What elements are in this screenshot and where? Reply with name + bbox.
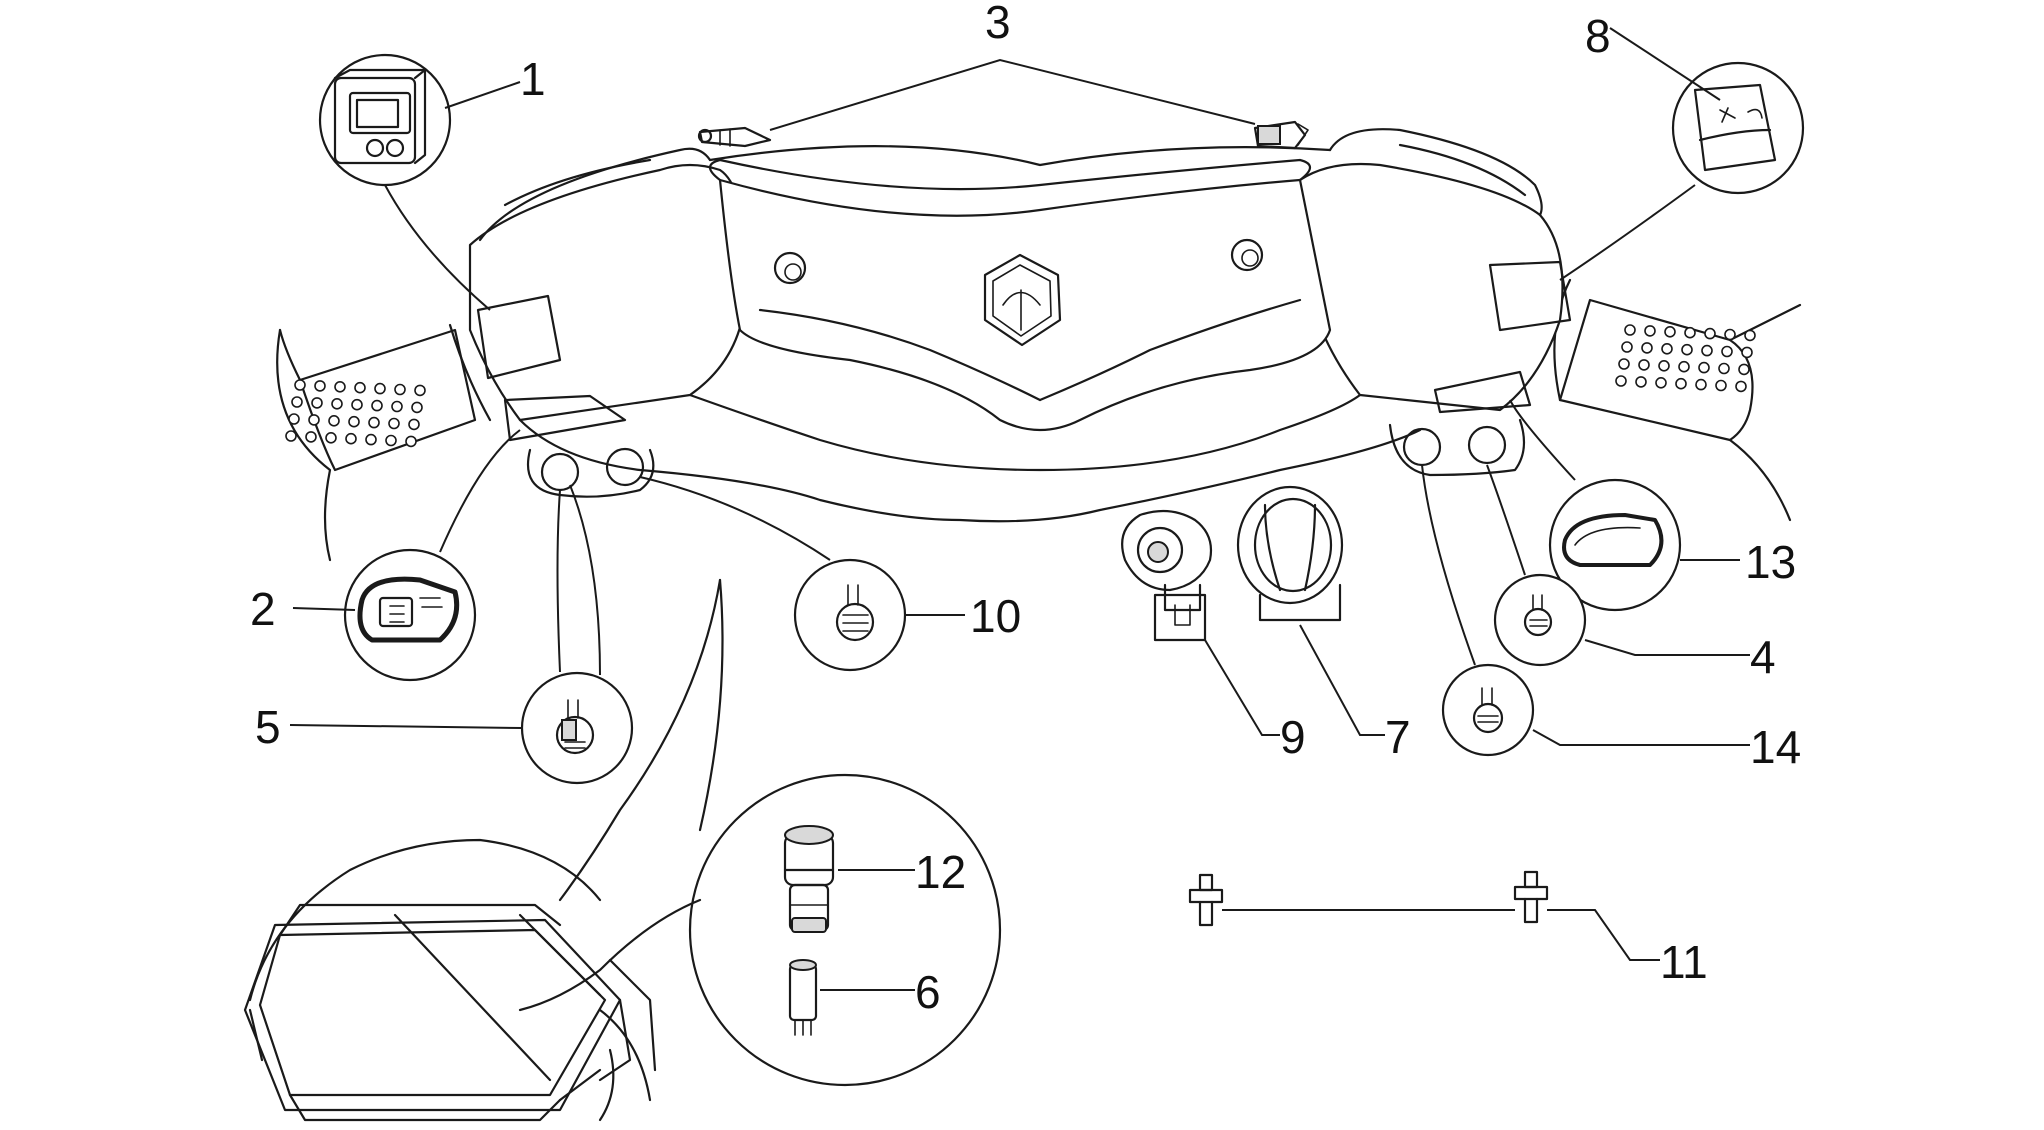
part-2-switch-bubble xyxy=(343,548,477,682)
grip-dot xyxy=(1744,329,1756,342)
grip-dot xyxy=(1698,361,1710,374)
grip-dots-right xyxy=(1615,324,1756,393)
grip-dot xyxy=(1684,326,1696,339)
part-7-socket xyxy=(1236,485,1344,622)
grip-dot xyxy=(414,384,426,397)
grip-dot xyxy=(334,380,346,393)
callout-14: 14 xyxy=(1750,721,1801,773)
grip-dot xyxy=(1695,378,1707,391)
grip-dot xyxy=(348,415,360,428)
grip-dot xyxy=(308,414,320,426)
callout-11: 11 xyxy=(1660,936,1708,988)
grip-dot xyxy=(331,397,343,410)
grip-dot xyxy=(1741,346,1753,359)
grip-dot xyxy=(1658,359,1670,372)
part-5-bulb-bubble xyxy=(520,671,634,785)
grip-dot xyxy=(374,382,386,395)
grip-dot xyxy=(1638,359,1650,371)
grip-dot xyxy=(1661,342,1673,355)
callout-12: 12 xyxy=(915,846,966,898)
grip-dot xyxy=(288,413,300,425)
grip-dot xyxy=(405,435,417,448)
grip-dot xyxy=(408,418,420,431)
grip-dot xyxy=(1718,362,1730,375)
grip-dot xyxy=(1678,360,1690,373)
grip-dot xyxy=(1735,380,1747,393)
grip-dot xyxy=(305,431,317,443)
grip-dot xyxy=(1644,325,1656,337)
part-9-bulb-socket xyxy=(1121,509,1213,642)
callout-10: 10 xyxy=(970,590,1021,642)
grip-dot xyxy=(1715,379,1727,392)
grip-dot xyxy=(1675,377,1687,390)
handlebar-cover xyxy=(468,128,1572,523)
grip-dot xyxy=(1641,342,1653,354)
grip-dot xyxy=(314,380,326,392)
leader-lines xyxy=(289,27,1750,991)
grip-dot xyxy=(365,433,377,446)
grip-dot xyxy=(394,383,406,396)
callout-7: 7 xyxy=(1385,711,1411,763)
grip-dot xyxy=(1635,376,1647,388)
callout-labels: 1 2 3 4 5 6 7 8 9 10 11 12 13 14 xyxy=(250,0,1801,1018)
part-10-bulb-bubble xyxy=(793,558,907,672)
grip-dot xyxy=(325,431,337,444)
callout-8: 8 xyxy=(1585,10,1611,62)
grip-dot xyxy=(311,397,323,409)
grip-dot xyxy=(385,434,397,447)
callout-5: 5 xyxy=(255,701,281,753)
callout-1: 1 xyxy=(520,53,546,105)
grip-dot xyxy=(1724,328,1736,341)
grip-dot xyxy=(291,396,303,408)
part-3-bulbs xyxy=(697,120,1309,150)
grip-dot xyxy=(345,432,357,445)
brand-emblem xyxy=(983,253,1062,347)
grip-dot xyxy=(411,401,423,414)
grip-dot xyxy=(388,417,400,430)
grip-dot xyxy=(1621,341,1633,353)
grip-dot xyxy=(1681,343,1693,356)
grip-dot xyxy=(368,416,380,429)
part-14-bulb-bubble xyxy=(1441,663,1535,757)
grip-dot xyxy=(1615,375,1627,387)
grip-dot xyxy=(391,400,403,413)
grip-dot xyxy=(354,381,366,394)
callout-3: 3 xyxy=(985,0,1011,48)
grip-dot xyxy=(371,399,383,412)
instrument-housing xyxy=(243,578,724,1122)
part-1-switch-bubble xyxy=(318,53,452,187)
grip-dot xyxy=(285,430,297,442)
parts-12-6-bubble xyxy=(518,773,1002,1087)
grip-dot xyxy=(1664,325,1676,338)
left-grip xyxy=(276,323,492,562)
callout-6: 6 xyxy=(915,966,941,1018)
grip-dot xyxy=(1655,376,1667,389)
callout-13: 13 xyxy=(1745,536,1796,588)
grip-dot xyxy=(1624,324,1636,336)
grip-dot xyxy=(1704,327,1716,340)
part-13-switch-bubble xyxy=(1548,478,1682,612)
callout-4: 4 xyxy=(1750,631,1776,683)
callout-9: 9 xyxy=(1280,711,1306,763)
grip-dot xyxy=(294,379,306,391)
grip-dot xyxy=(1701,344,1713,357)
grip-dot xyxy=(328,414,340,427)
part-11-push-pins xyxy=(1188,870,1549,927)
grip-dot xyxy=(1738,363,1750,376)
callout-2: 2 xyxy=(250,583,276,635)
grip-dot xyxy=(1618,358,1630,370)
grip-dots-left xyxy=(285,379,426,448)
part-4-bulb-bubble xyxy=(1493,573,1587,667)
right-grip xyxy=(1553,278,1802,522)
grip-dot xyxy=(351,398,363,411)
part-8-switch-bubble xyxy=(1671,61,1805,195)
grip-dot xyxy=(1721,345,1733,358)
